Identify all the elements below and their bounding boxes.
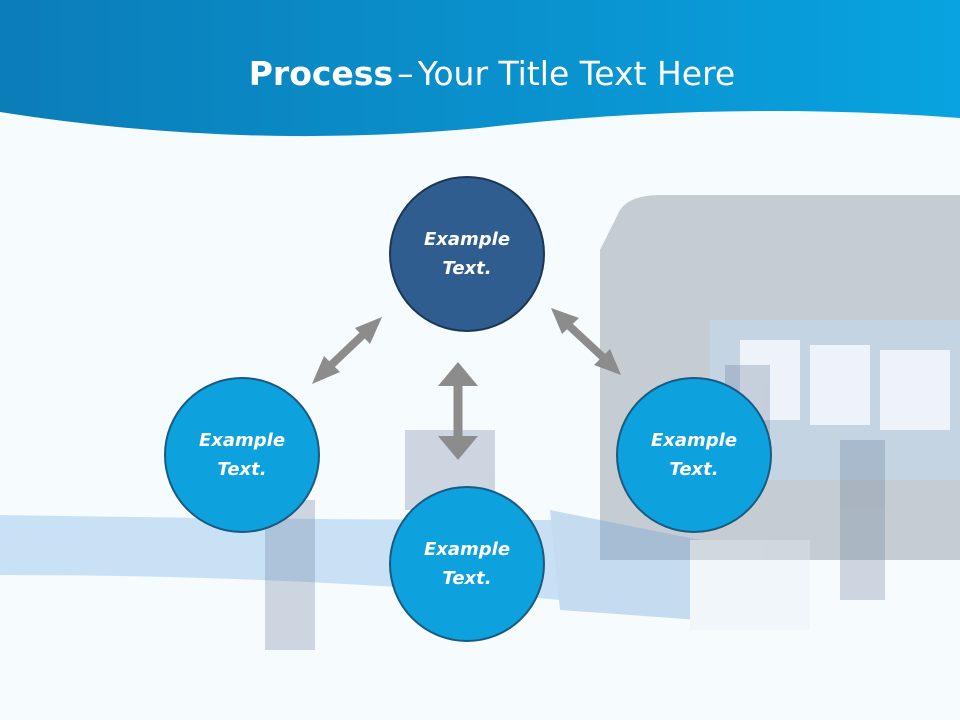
node-left: Example Text. <box>164 377 320 533</box>
slide-title: Process–Your Title Text Here <box>0 52 960 96</box>
arrow-left-top <box>312 317 382 384</box>
arrow-vertical <box>438 362 478 460</box>
title-bold: Process <box>248 54 394 93</box>
node-left-text: Example Text. <box>198 430 286 480</box>
node-right: Example Text. <box>616 377 772 533</box>
header-band <box>0 0 960 137</box>
title-separator: – <box>397 54 414 93</box>
node-top: Example Text. <box>389 176 545 332</box>
node-right-text: Example Text. <box>650 430 738 480</box>
title-rest: Your Title Text Here <box>417 54 736 93</box>
node-top-text: Example Text. <box>423 229 511 279</box>
node-bottom-text: Example Text. <box>423 539 511 589</box>
node-bottom: Example Text. <box>389 486 545 642</box>
arrow-right-top <box>551 308 621 375</box>
